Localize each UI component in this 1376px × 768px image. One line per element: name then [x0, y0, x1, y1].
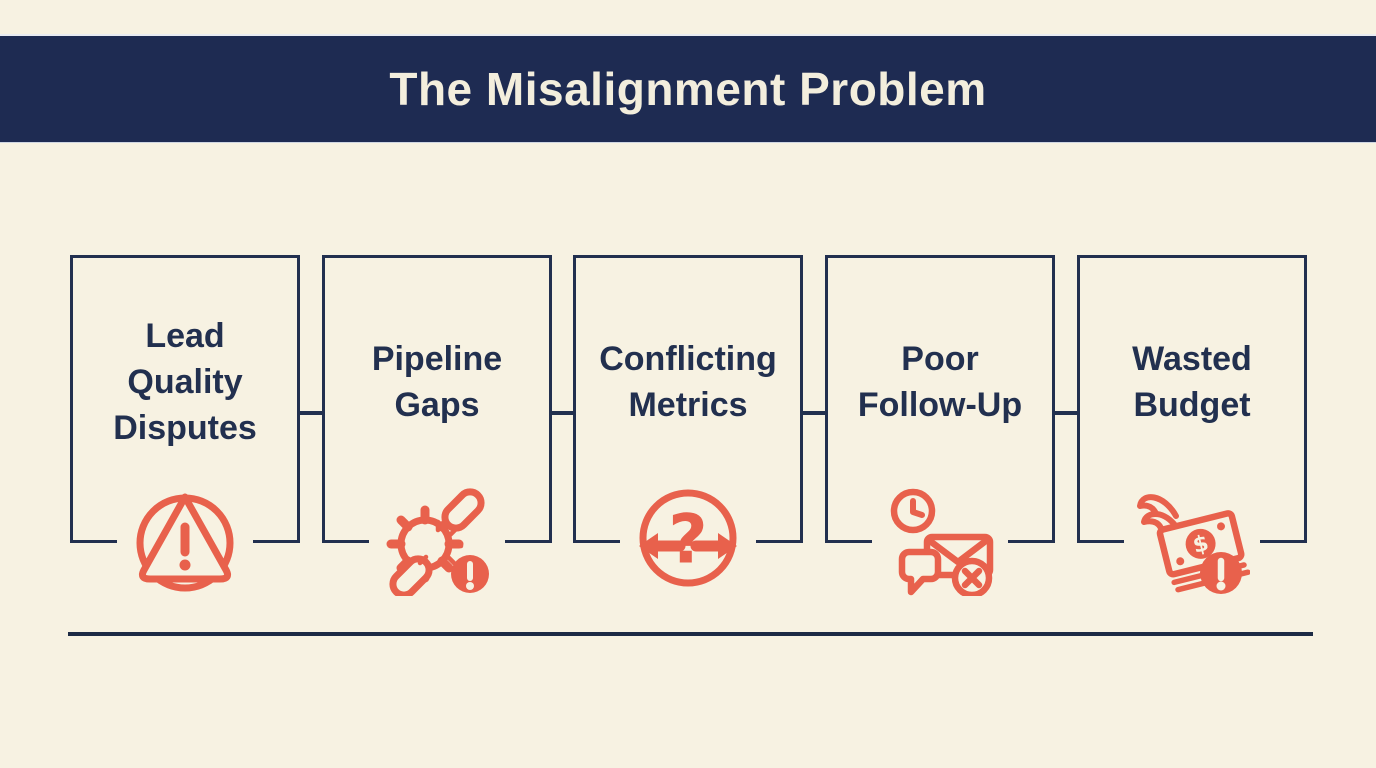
connector-line [803, 411, 825, 415]
card-bottom-border-segment [825, 540, 872, 543]
card-label: Lead Quality Disputes [113, 316, 257, 447]
card-pipeline-gaps: Pipeline Gaps [322, 255, 552, 599]
card-label-area: Lead Quality Disputes [73, 258, 297, 505]
connector-line [300, 411, 322, 415]
card-icon-wrap: ? [630, 480, 746, 596]
page-title: The Misalignment Problem [389, 63, 987, 115]
card-bottom-border-segment [322, 540, 369, 543]
card-icon-wrap: $ [1134, 480, 1251, 596]
card-bottom-border-segment [1008, 540, 1055, 543]
card-label-area: Wasted Budget [1080, 258, 1304, 505]
missed-message-clock-icon [890, 488, 994, 599]
card-label: Wasted Budget [1132, 339, 1252, 424]
card-icon-wrap [127, 480, 243, 596]
card-icon-wrap [882, 480, 998, 599]
card-bottom-border-segment [1077, 540, 1124, 543]
card-icon-wrap [379, 480, 495, 599]
warning-triangle-icon [136, 493, 234, 592]
card-bottom-border-segment [70, 540, 117, 543]
card-bottom-border-segment [253, 540, 300, 543]
header-banner: The Misalignment Problem [0, 34, 1376, 143]
conflicting-arrows-question-icon: ? [639, 489, 737, 587]
card-bottom-border-segment [573, 540, 620, 543]
card-label: Poor Follow-Up [857, 339, 1023, 424]
flying-money-icon: $ [1137, 494, 1251, 594]
card-label: Pipeline Gaps [371, 339, 503, 424]
divider-line [68, 632, 1313, 636]
card-conflicting-metrics: Conflicting Metrics ? [573, 255, 803, 587]
card-label-area: Poor Follow-Up [828, 258, 1052, 505]
card-label-area: Pipeline Gaps [325, 258, 549, 505]
broken-chain-gear-icon [386, 488, 489, 599]
connector-line [1055, 411, 1077, 415]
card-bottom-border-segment [756, 540, 803, 543]
svg-text:$: $ [1190, 531, 1211, 559]
card-wasted-budget: Wasted Budget $ [1077, 255, 1307, 594]
card-bottom-border-segment [1260, 540, 1307, 543]
card-lead-quality-disputes: Lead Quality Disputes [70, 255, 300, 592]
card-bottom-border-segment [505, 540, 552, 543]
connector-line [552, 411, 573, 415]
card-label: Conflicting Metrics [599, 339, 777, 424]
card-label-area: Conflicting Metrics [576, 258, 800, 505]
card-poor-follow-up: Poor Follow-Up [825, 255, 1055, 599]
svg-text:?: ? [668, 501, 707, 580]
